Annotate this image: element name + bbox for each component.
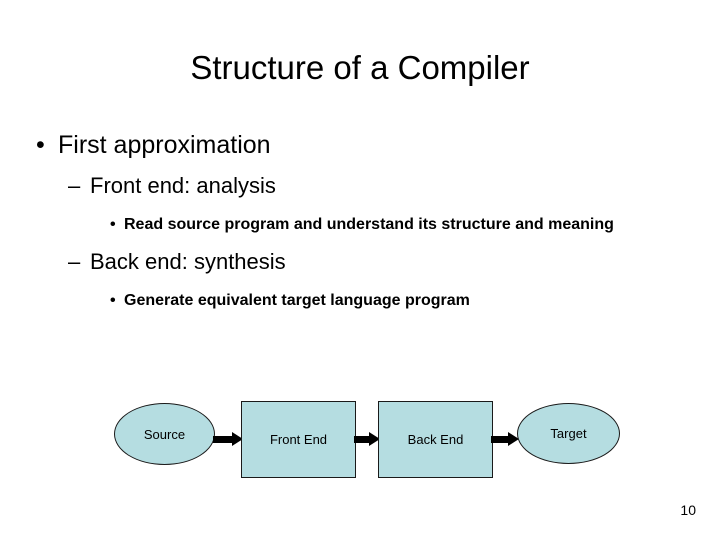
- outline-item-level1-label: First approximation: [58, 131, 271, 159]
- arrow-head-icon: [369, 432, 380, 446]
- outline-item-level1: • First approximation: [36, 128, 720, 162]
- diagram-node-back-end: Back End: [378, 401, 493, 478]
- diagram-arrow-back-end-to-target: [491, 432, 519, 446]
- bullet-small-dot-icon: •: [110, 292, 116, 309]
- spacer: [0, 202, 720, 214]
- diagram-node-target: Target: [517, 403, 620, 464]
- outline-item-level2-back-end: –Back end: synthesis: [68, 246, 720, 278]
- diagram-node-source: Source: [114, 403, 215, 465]
- diagram-node-front-end: Front End: [241, 401, 356, 478]
- outline-item-level3-read-source-label: Read source program and understand its s…: [124, 216, 614, 233]
- arrow-shaft: [491, 436, 508, 443]
- spacer: [0, 162, 720, 170]
- outline-item-level2-front-end: –Front end: analysis: [68, 170, 720, 202]
- arrow-shaft: [354, 436, 369, 443]
- bullet-small-dot-icon: •: [110, 216, 116, 233]
- bullet-dot-icon: •: [36, 131, 45, 159]
- outline-item-level3-generate-target: • Generate equivalent target language pr…: [110, 290, 672, 312]
- page-title: Structure of a Compiler: [190, 49, 530, 86]
- diagram-arrow-front-end-to-back-end: [354, 432, 380, 446]
- outline-item-level2-back-end-label: Back end: synthesis: [90, 249, 286, 274]
- bullet-dash-icon: –: [68, 249, 81, 274]
- arrow-head-icon: [232, 432, 243, 446]
- page-number: 10: [680, 502, 696, 518]
- spacer: [0, 278, 720, 290]
- arrow-head-icon: [508, 432, 519, 446]
- spacer: [0, 236, 720, 246]
- outline-item-level2-front-end-label: Front end: analysis: [90, 173, 276, 198]
- diagram-arrow-source-to-front-end: [213, 432, 243, 446]
- arrow-shaft: [213, 436, 232, 443]
- compiler-pipeline-diagram: Source Front End Back End Target: [0, 392, 720, 488]
- bullet-dash-icon: –: [68, 173, 81, 198]
- outline-item-level3-read-source: • Read source program and understand its…: [110, 214, 672, 236]
- outline-item-level3-generate-target-label: Generate equivalent target language prog…: [124, 292, 470, 309]
- outline-body: •First approximation –Front end: analysi…: [0, 128, 720, 312]
